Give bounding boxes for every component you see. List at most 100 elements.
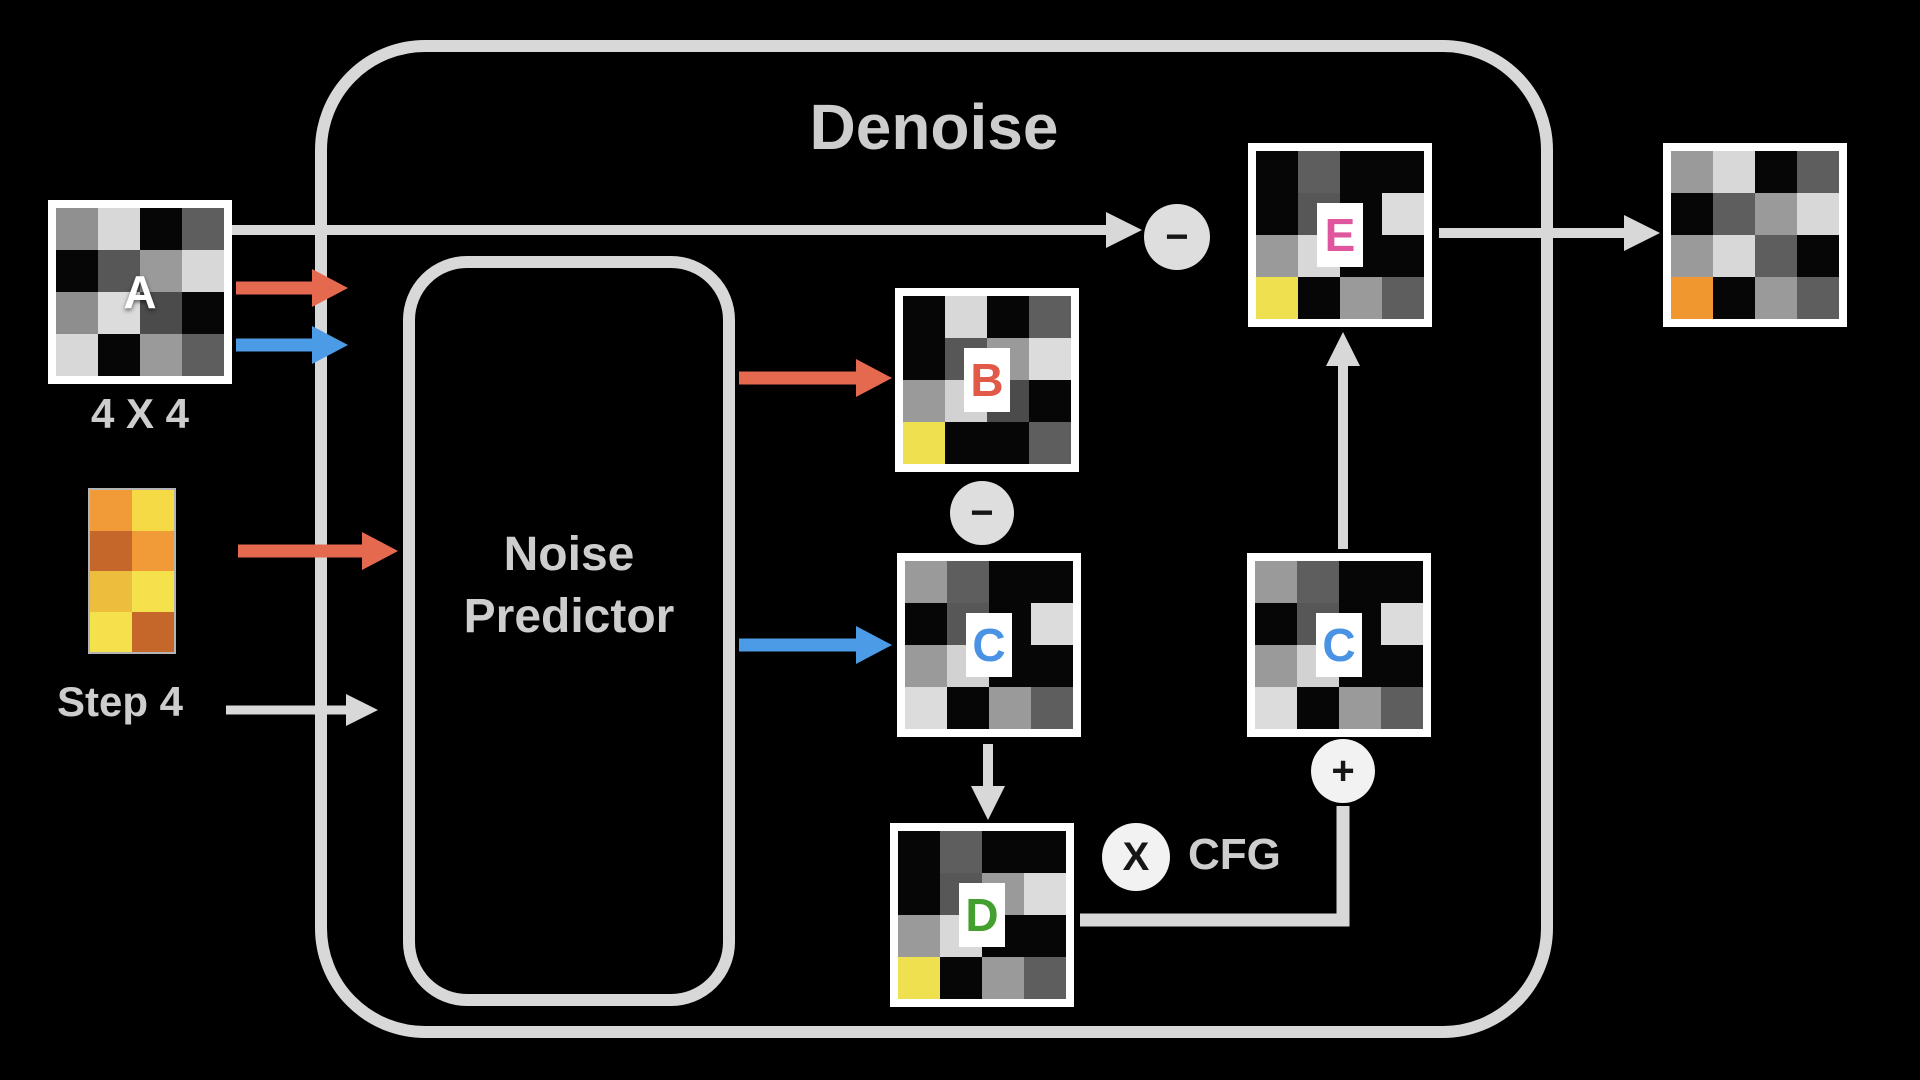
minus-operator-mid: − (950, 481, 1014, 545)
grid-cell (1298, 151, 1340, 193)
grid-cell (90, 611, 132, 652)
grid-cell (56, 208, 98, 250)
noise-predictor-title: Noise Predictor (463, 528, 675, 643)
grid-cell (98, 334, 140, 376)
grid-cell (905, 603, 947, 645)
grid-cell (1024, 957, 1066, 999)
grid-cell (987, 296, 1029, 338)
grid-cell (989, 687, 1031, 729)
grid-cell (1797, 235, 1839, 277)
grid-cell (1255, 687, 1297, 729)
grid-cell (98, 292, 140, 334)
grid-cell (140, 292, 182, 334)
grid-cell (945, 296, 987, 338)
grid-cell (1382, 151, 1424, 193)
grid-cell (1256, 151, 1298, 193)
grid-cell (132, 611, 174, 652)
grid-cell (898, 873, 940, 915)
grid-cell (1382, 235, 1424, 277)
grid-c1-letter: C (972, 619, 1006, 671)
grid-b-frame: B (895, 288, 1079, 472)
grid-cell (1381, 687, 1423, 729)
grid-cell (140, 208, 182, 250)
grid-cell (1029, 422, 1071, 464)
grid-cell (1256, 277, 1298, 319)
grid-cell (1029, 296, 1071, 338)
grid-cell (903, 422, 945, 464)
grid-d-label: D (959, 883, 1005, 947)
grid-cell (56, 334, 98, 376)
grid-cell (1382, 193, 1424, 235)
grid-cell (940, 957, 982, 999)
grid-cell (1256, 235, 1298, 277)
grid-cell (1340, 151, 1382, 193)
grid-cell (1713, 193, 1755, 235)
grid-cell (182, 250, 224, 292)
grid-cell (182, 292, 224, 334)
grid-d (898, 831, 1066, 999)
grid-cell (898, 957, 940, 999)
grid-a-label: A (123, 266, 157, 318)
grid-b-label: B (964, 348, 1010, 412)
grid-c2-frame: C (1247, 553, 1431, 737)
grid-cell (90, 490, 132, 531)
grid-cell (182, 208, 224, 250)
grid-cell (898, 831, 940, 873)
grid-a-frame: A (48, 200, 232, 384)
grid-cell (90, 530, 132, 571)
grid-cell (140, 334, 182, 376)
grid-cell (903, 296, 945, 338)
grid-cell (132, 490, 174, 531)
grid-cell (1029, 338, 1071, 380)
cfg-label: CFG (1188, 830, 1281, 879)
step-label: Step 4 (56, 678, 184, 725)
grid-c2-label: C (1316, 613, 1362, 677)
plus-operator: + (1311, 739, 1375, 803)
grid-cell (1031, 561, 1073, 603)
grid-cell (1382, 277, 1424, 319)
grid-cell (1255, 645, 1297, 687)
grid-cell (1031, 645, 1073, 687)
grid-output (1671, 151, 1839, 319)
grid-cell (1031, 687, 1073, 729)
grid-cell (1024, 915, 1066, 957)
grid-cell (1713, 277, 1755, 319)
grid-cell (989, 561, 1031, 603)
grid-cell (1381, 645, 1423, 687)
multiply-glyph: X (1122, 835, 1150, 879)
grid-cell (1381, 603, 1423, 645)
grid-e-frame: E (1248, 143, 1432, 327)
grid-cell (1297, 561, 1339, 603)
grid-output-frame (1663, 143, 1847, 327)
plus-glyph: + (1331, 749, 1355, 793)
grid-cell (1031, 603, 1073, 645)
grid-e-letter: E (1324, 209, 1356, 261)
grid-cell (1797, 193, 1839, 235)
grid-a-caption: 4 X 4 (90, 390, 190, 437)
grid-cell (982, 957, 1024, 999)
grid-cell (898, 915, 940, 957)
minus-mid-glyph: − (970, 491, 994, 535)
grid-cell (1255, 561, 1297, 603)
grid-cell (1671, 235, 1713, 277)
grid-cell (1340, 277, 1382, 319)
grid-cell (182, 334, 224, 376)
grid-cell (140, 250, 182, 292)
grid-cell (905, 561, 947, 603)
grid-cell (1381, 561, 1423, 603)
grid-cell (1297, 687, 1339, 729)
grid-d-letter: D (965, 889, 999, 941)
grid-c1-label: C (966, 613, 1012, 677)
grid-cell (1298, 277, 1340, 319)
grid-e-label: E (1317, 203, 1363, 267)
grid-cell (1755, 151, 1797, 193)
grid-cell (132, 530, 174, 571)
grid-cell (1755, 235, 1797, 277)
grid-c2-letter: C (1322, 619, 1356, 671)
minus-top-glyph: − (1165, 215, 1189, 259)
grid-cell (1671, 277, 1713, 319)
grid-cell (1339, 687, 1381, 729)
grid-c1-frame: C (897, 553, 1081, 737)
grid-cell (905, 645, 947, 687)
